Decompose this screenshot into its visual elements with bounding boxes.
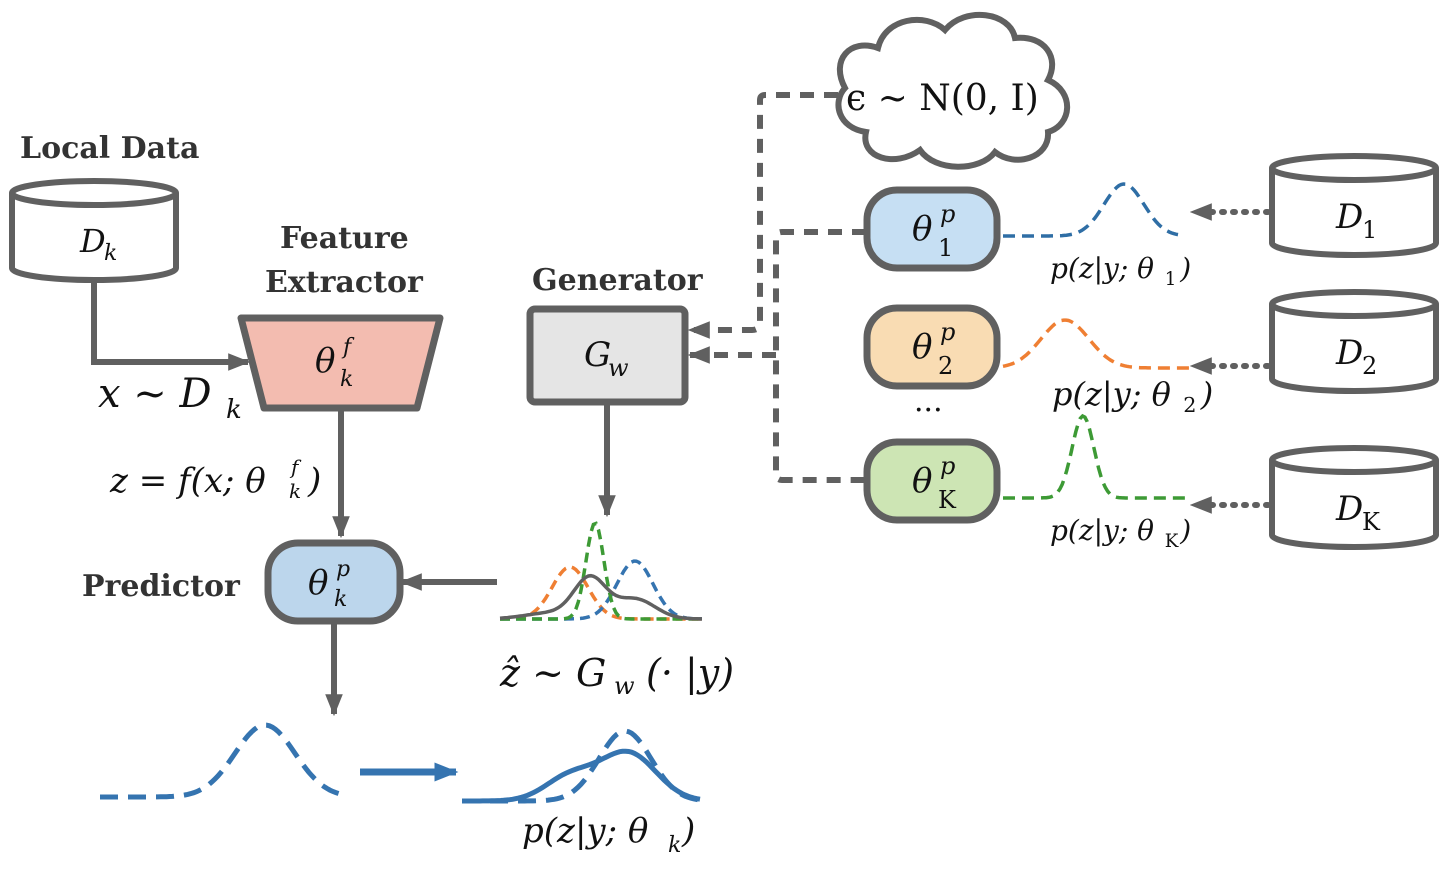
teacher-sub: K [938, 486, 957, 514]
teacher-predictor-block [863, 304, 1001, 390]
svg-text:G: G [584, 335, 611, 375]
svg-text:θ: θ [315, 341, 335, 381]
local-dataset-symbol: D [79, 222, 106, 260]
mixture-green-curve [500, 521, 702, 621]
svg-text:): ) [681, 811, 695, 851]
svg-text:k: k [334, 587, 347, 612]
mixture-blue-curve [500, 559, 702, 621]
teachers-bus-connector [773, 229, 866, 483]
teacher-dataset-sub: 1 [1362, 216, 1377, 244]
local-distribution-label: p(z|y; θ k ) [522, 811, 695, 858]
svg-text:x ~ D: x ~ D [98, 371, 212, 417]
local-data-label: Local Data [20, 131, 199, 166]
teacher-distribution-sub: 2 [1183, 393, 1196, 417]
teacher-sup: p [940, 452, 955, 480]
svg-text:w: w [614, 672, 635, 700]
svg-text:w: w [608, 354, 629, 382]
teacher-sup: p [940, 318, 955, 346]
svg-text:): ) [1179, 252, 1191, 285]
sample-label: x ~ D k [98, 371, 242, 425]
local-distribution-curves [100, 722, 701, 804]
teacher-dataset-sub: 2 [1362, 352, 1377, 380]
teacher-sup: p [940, 200, 955, 228]
svg-text:k: k [289, 479, 301, 503]
teacher-distribution-curve [1002, 318, 1190, 370]
local-distribution-before-curve [100, 722, 343, 800]
generated-sample-label: ẑ ~ G w (· |y) [499, 651, 734, 700]
svg-text:θ: θ [308, 563, 328, 603]
mixture-combined-curve [499, 573, 702, 621]
teacher-distribution-label: p(z|y; θ [1050, 252, 1154, 285]
noise-to-generator-connector [687, 92, 838, 339]
svg-text:ẑ ~ G: ẑ ~ G [499, 651, 606, 695]
noise-label: ϵ ~ N(0, I) [846, 78, 1039, 119]
svg-text:): ) [1179, 514, 1191, 547]
teacher-dataset-symbol: D [1335, 489, 1363, 529]
generator-block: G w [526, 305, 689, 406]
teacher-theta: θ [912, 209, 932, 249]
svg-text:k: k [340, 367, 353, 392]
teacher-distribution-curve [1003, 182, 1179, 238]
svg-text:k: k [668, 833, 681, 858]
teacher-theta: θ [912, 327, 932, 367]
teacher-distribution-label: p(z|y; θ [1052, 375, 1171, 413]
teacher-predictor-block [863, 438, 1001, 524]
feature-extractor-label-2: Extractor [265, 265, 424, 300]
svg-text:): ) [1200, 375, 1213, 413]
predictor-block: θ p k [264, 539, 404, 625]
data-to-extractor-arrow [91, 282, 251, 371]
feature-extractor-block: θ f k [237, 314, 444, 412]
teacher-dataset-symbol: D [1335, 197, 1363, 237]
svg-text:k: k [226, 395, 242, 425]
svg-text:): ) [307, 461, 321, 501]
local-dataset-cylinder: D k [9, 178, 179, 283]
teacher-theta: θ [912, 461, 932, 501]
teacher-dataset-sub: K [1362, 508, 1381, 536]
local-distribution-after-curve [462, 748, 701, 804]
svg-text:f: f [289, 455, 302, 479]
feature-equation: z = f(x; θ f k ) [109, 455, 321, 503]
teacher-dataset-cylinder: DK [1269, 445, 1439, 550]
svg-text:(· |y): (· |y) [646, 651, 734, 695]
teacher-predictor-block [863, 186, 1001, 272]
teacher-distribution-sub: 1 [1165, 269, 1177, 290]
generator-label: Generator [532, 263, 704, 298]
teachers-ellipsis: ··· [914, 393, 943, 428]
predictor-label: Predictor [82, 569, 241, 604]
svg-text:p(z|y; θ: p(z|y; θ [522, 811, 648, 851]
generated-mixture-curves [499, 521, 702, 621]
teacher-distribution-sub: K [1165, 531, 1179, 552]
teacher-dataset-cylinder: D2 [1269, 289, 1439, 394]
svg-text:p: p [336, 557, 350, 582]
teacher-distribution-curve [1003, 413, 1185, 500]
teacher-distribution-label: p(z|y; θ [1050, 514, 1154, 547]
svg-text:z = f(x; θ: z = f(x; θ [109, 461, 266, 501]
local-dataset-subscript: k [104, 241, 117, 266]
teacher-dataset-symbol: D [1335, 333, 1363, 373]
teacher-dataset-cylinder: D1 [1269, 153, 1439, 258]
feature-extractor-label-1: Feature [280, 221, 409, 256]
noise-cloud: ϵ ~ N(0, I) [835, 11, 1071, 170]
teacher-sub: 1 [938, 234, 953, 262]
teacher-sub: 2 [938, 352, 953, 380]
